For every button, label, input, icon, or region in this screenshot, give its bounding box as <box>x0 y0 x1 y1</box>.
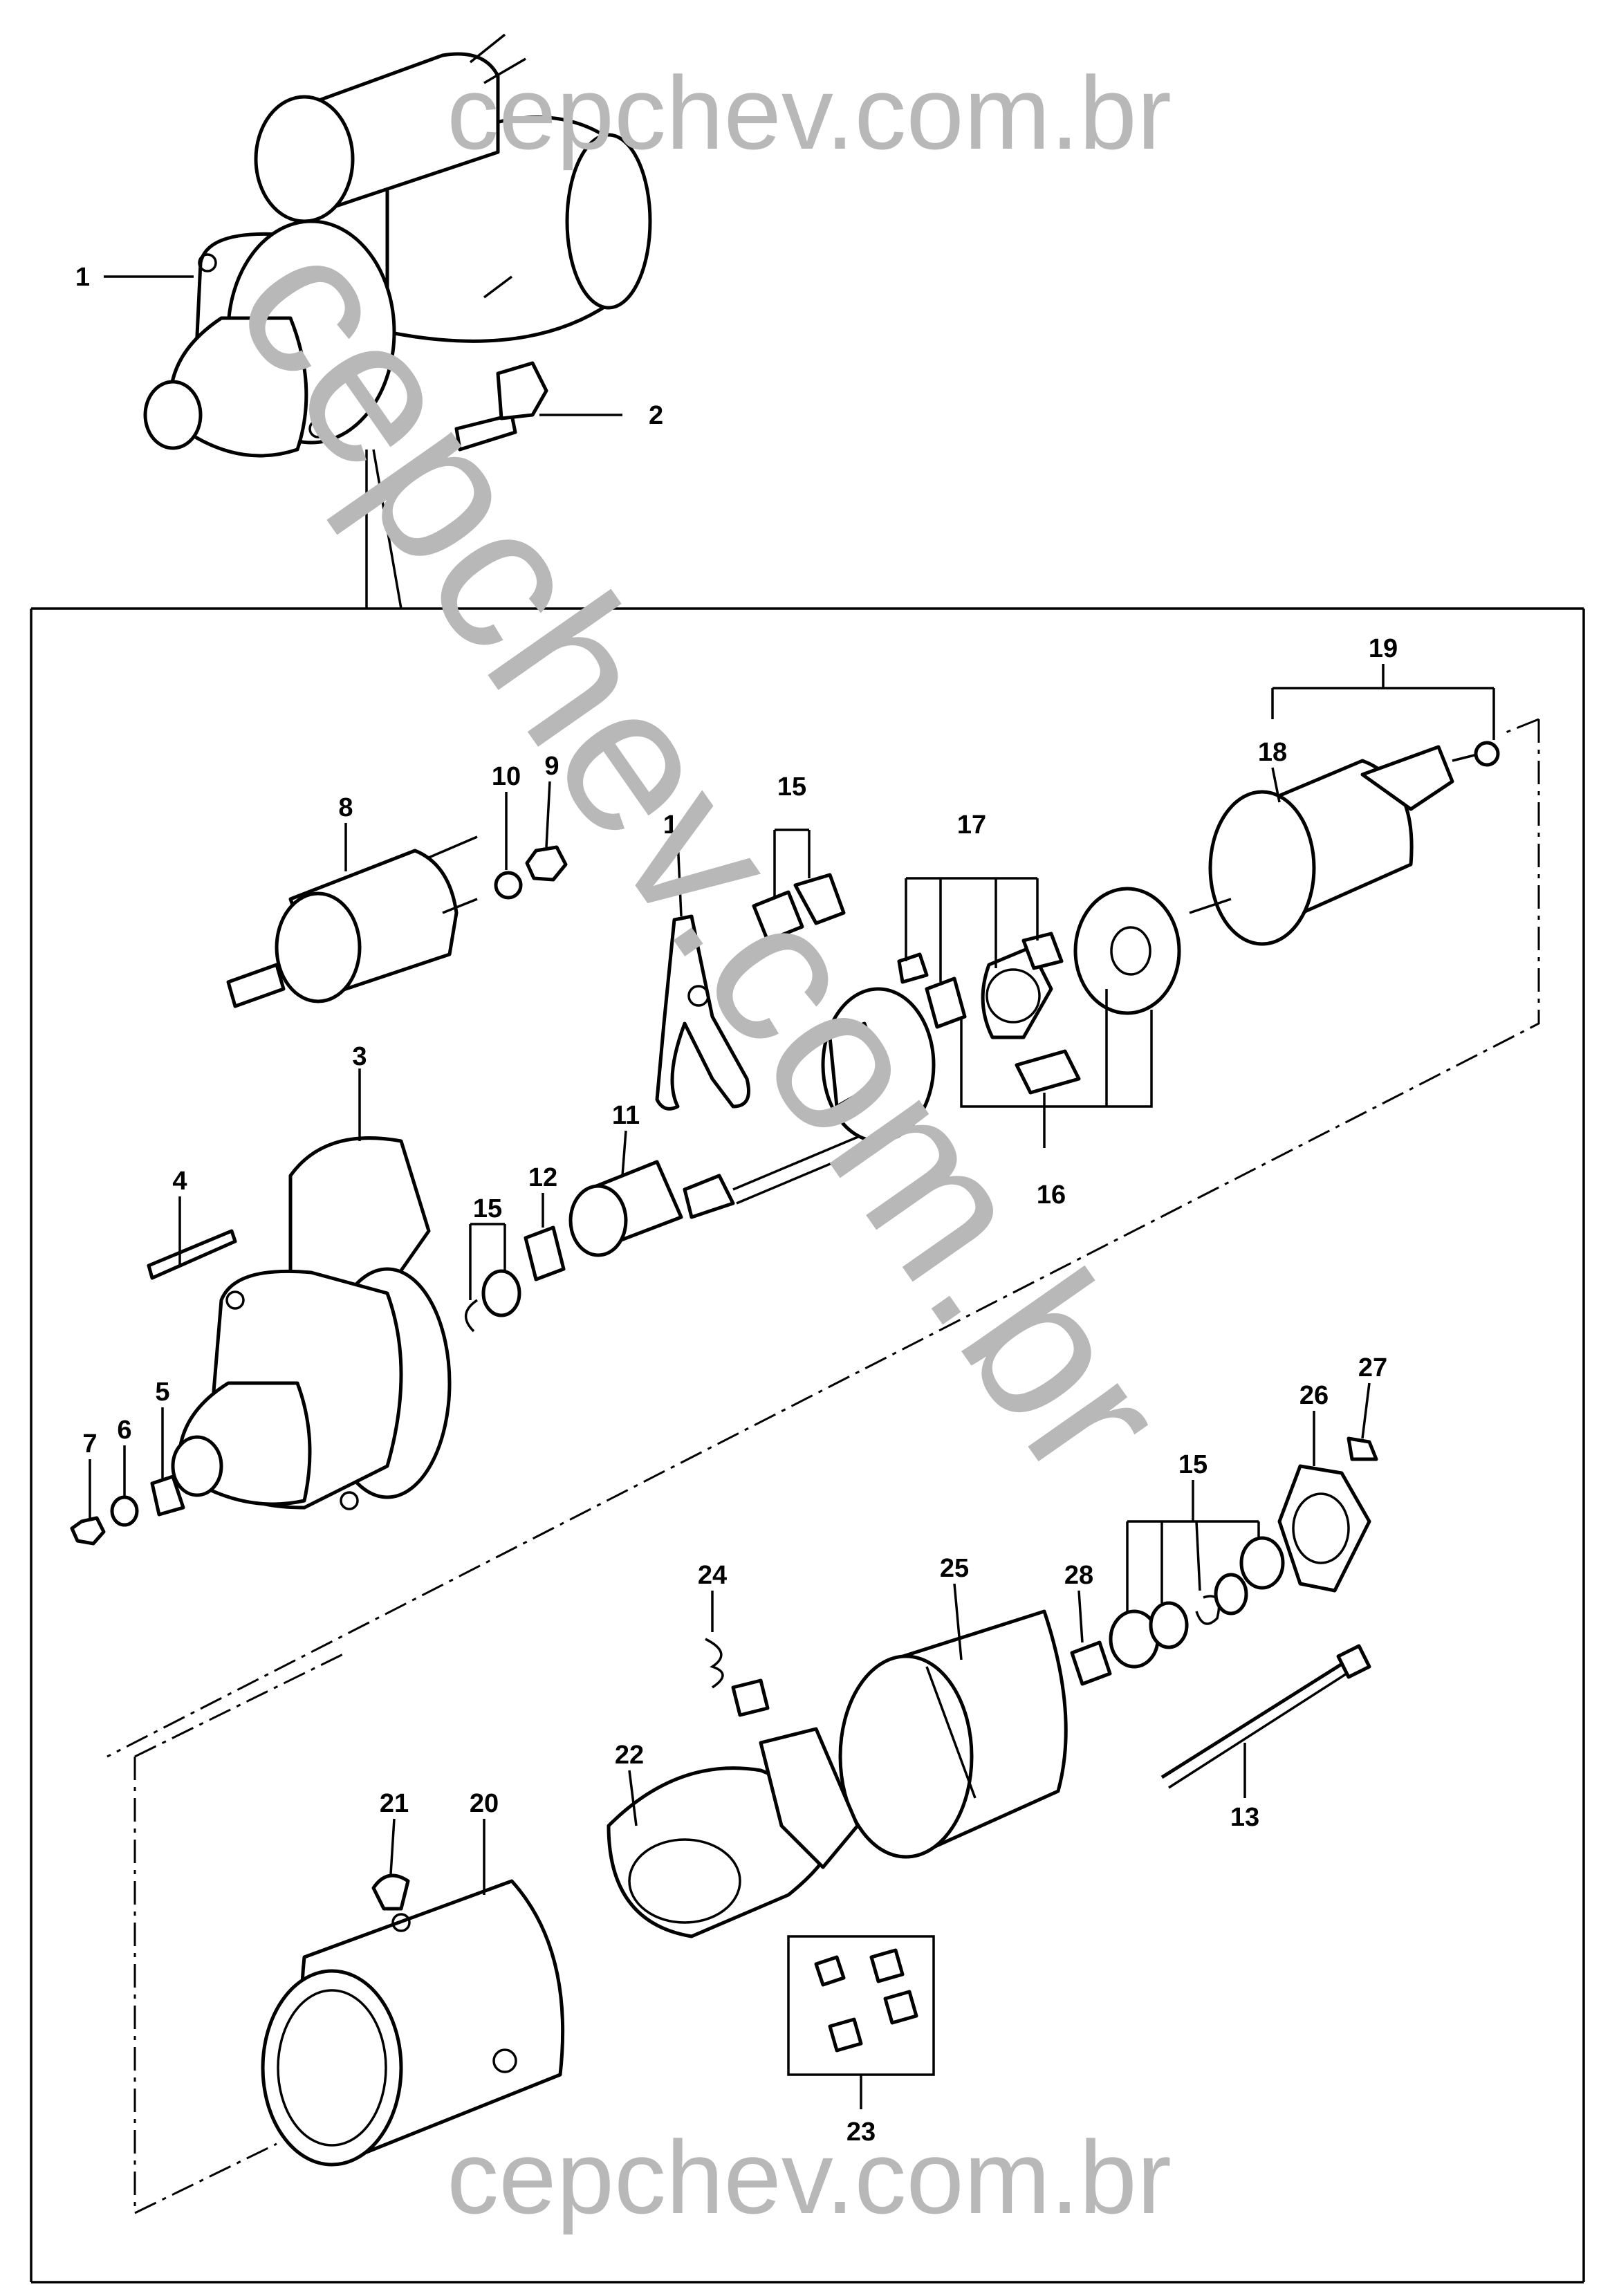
callout-labels: 1 2 8 10 9 14 15 17 16 19 18 3 4 11 15 1… <box>75 263 1398 2147</box>
callout-20: 20 <box>470 1789 499 1818</box>
callout-10: 10 <box>492 762 521 791</box>
part-16-intermediate-bearing <box>1015 1049 1081 1095</box>
part-28-bush <box>1070 1640 1112 1686</box>
callout-22: 22 <box>615 1741 644 1770</box>
part-18-armature <box>1189 741 1500 946</box>
part-20-yoke <box>261 1879 565 2167</box>
part-6-washer <box>110 1495 139 1527</box>
part-22-brush-holder <box>607 1727 860 1938</box>
starter-assembly <box>143 33 652 458</box>
callout-16: 16 <box>1037 1181 1066 1210</box>
part-25-commutator-end-housing <box>838 1609 1068 1859</box>
part-5-bush <box>150 1474 185 1517</box>
callout-3: 3 <box>352 1042 367 1071</box>
callout-14: 14 <box>663 811 692 840</box>
watermark-top: cepchev.com.br <box>447 55 1172 171</box>
callout-26: 26 <box>1299 1381 1329 1410</box>
callout-27: 27 <box>1358 1353 1387 1382</box>
callout-15-upper: 15 <box>777 772 806 802</box>
part-19-thrust-plate <box>1073 887 1181 1015</box>
callout-25: 25 <box>940 1554 969 1583</box>
callout-6: 6 <box>117 1416 131 1445</box>
callout-12: 12 <box>528 1163 557 1192</box>
part-15-washer-set-right <box>1109 1536 1285 1669</box>
callout-2: 2 <box>649 401 663 430</box>
callout-4: 4 <box>172 1167 187 1196</box>
callout-21: 21 <box>380 1789 409 1818</box>
callout-15-middle: 15 <box>473 1194 502 1223</box>
part-17-brake-pieces <box>897 932 1064 1039</box>
part-15-bush-set-upper <box>752 873 846 943</box>
part-15-ring-lower <box>481 1269 521 1317</box>
part-9-nut <box>525 845 568 882</box>
part-14-engaging-lever <box>655 914 750 1111</box>
callout-9: 9 <box>544 752 559 781</box>
part-7-nut <box>70 1516 106 1546</box>
callout-13: 13 <box>1230 1803 1259 1832</box>
part-19-ring <box>1474 741 1500 767</box>
part-8-solenoid <box>226 835 478 1008</box>
part-23-brush-set <box>787 1935 935 2076</box>
callout-28: 28 <box>1064 1561 1093 1590</box>
part-11-drive-pinion <box>568 1133 869 1257</box>
watermark-bottom: cepchev.com.br <box>447 2119 1172 2235</box>
part-2-bolt <box>454 361 548 452</box>
callout-8: 8 <box>338 793 353 822</box>
part-10-washer <box>494 871 523 900</box>
assembly-axis-lines <box>107 718 1540 2215</box>
callout-18: 18 <box>1258 738 1287 767</box>
part-24-spring <box>705 1638 724 1689</box>
callout-17: 17 <box>957 811 986 840</box>
part-4-through-bolt <box>147 1229 237 1280</box>
callout-7: 7 <box>82 1429 97 1459</box>
callout-11: 11 <box>612 1101 640 1130</box>
leader-lines <box>89 275 1495 2109</box>
callout-1: 1 <box>75 263 90 292</box>
callout-23: 23 <box>846 2118 876 2147</box>
part-3-drive-end-housing <box>171 1136 452 1510</box>
part-intermediate-housing <box>821 987 936 1143</box>
callout-5: 5 <box>155 1378 169 1407</box>
part-27-screw <box>1347 1436 1378 1461</box>
part-15-clip <box>465 1299 479 1333</box>
callout-24: 24 <box>698 1561 727 1590</box>
callout-15-right: 15 <box>1178 1450 1208 1479</box>
exploded-view-frame <box>30 449 1585 2284</box>
callout-19: 19 <box>1369 634 1398 663</box>
part-26-end-cap <box>1277 1464 1371 1593</box>
part-13-through-bolt <box>1160 1644 1371 1789</box>
part-24-brush <box>731 1678 770 1717</box>
part-12-bush <box>524 1225 566 1281</box>
part-21-screw <box>371 1873 410 1911</box>
